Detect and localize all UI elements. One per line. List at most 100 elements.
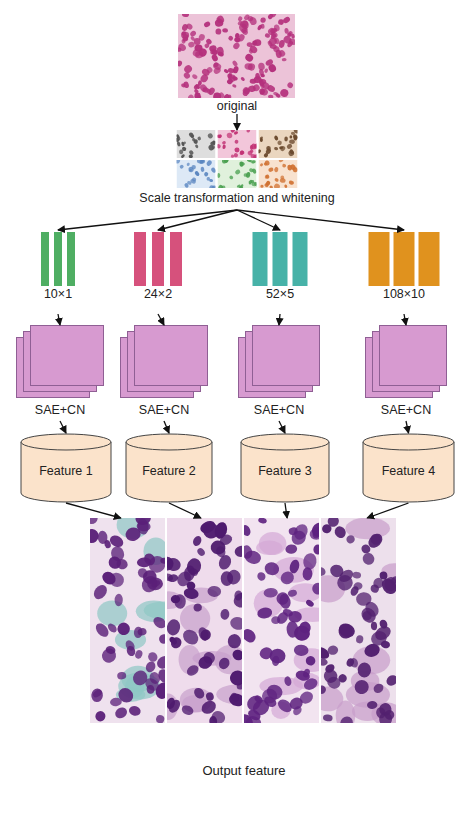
cell-nucleus xyxy=(298,689,316,706)
cell-nucleus xyxy=(165,697,176,710)
cell-nucleus xyxy=(264,68,269,74)
cylinder-body xyxy=(363,442,454,502)
filter-bar xyxy=(369,232,390,286)
filter-group: 108×10 xyxy=(362,230,446,314)
cell-nucleus xyxy=(260,73,265,77)
cell-nucleus xyxy=(187,94,195,102)
cell-nucleus xyxy=(384,673,399,688)
cell-nucleus xyxy=(179,164,184,169)
cell-nucleus xyxy=(207,586,221,598)
cell-nucleus xyxy=(115,621,131,637)
cell-nucleus xyxy=(228,692,246,708)
flow-arrow xyxy=(285,503,287,518)
cell-nucleus xyxy=(256,606,273,620)
cell-nucleus xyxy=(352,678,370,697)
cell-nucleus xyxy=(176,60,183,67)
cell-nucleus xyxy=(260,185,264,188)
cell-nucleus xyxy=(182,12,189,17)
cell-nucleus xyxy=(285,544,298,555)
cell-nucleus xyxy=(292,167,298,173)
flow-arrow xyxy=(158,314,164,325)
cell-nucleus xyxy=(125,645,136,658)
cell-nucleus xyxy=(213,61,220,68)
cell-nucleus xyxy=(128,705,142,717)
cell-nucleus xyxy=(221,185,226,190)
cell-nucleus xyxy=(99,646,118,665)
cell-nucleus xyxy=(337,621,357,640)
cell-nucleus xyxy=(352,572,361,579)
cell-nucleus xyxy=(205,38,213,46)
cell-nucleus xyxy=(251,160,256,164)
tissue-stroma xyxy=(313,687,344,712)
cell-nucleus xyxy=(196,158,203,164)
cell-nucleus xyxy=(240,626,258,645)
cell-nucleus xyxy=(220,609,230,621)
cell-nucleus xyxy=(103,539,111,549)
cell-nucleus xyxy=(188,41,196,48)
cell-nucleus xyxy=(176,141,181,147)
cell-nucleus xyxy=(246,128,251,133)
cell-nucleus xyxy=(338,714,356,732)
cell-nucleus xyxy=(217,173,220,178)
cell-nucleus xyxy=(181,146,187,152)
cell-nucleus xyxy=(274,135,279,141)
cell-nucleus xyxy=(267,36,278,47)
cell-nucleus xyxy=(217,553,234,571)
cell-nucleus xyxy=(265,174,270,179)
cell-nucleus xyxy=(220,571,233,586)
cell-nucleus xyxy=(190,134,195,139)
cell-nucleus xyxy=(268,167,274,173)
cell-nucleus xyxy=(205,691,215,702)
cell-nucleus xyxy=(236,184,241,188)
flow-arrow xyxy=(367,503,408,518)
cell-nucleus xyxy=(191,74,198,80)
cell-nucleus xyxy=(147,577,163,590)
node-label: SAE+CN xyxy=(198,403,360,418)
cell-nucleus xyxy=(247,15,254,21)
cell-nucleus xyxy=(282,58,287,62)
cell-nucleus xyxy=(345,657,355,668)
cell-nucleus xyxy=(284,28,289,34)
cell-nucleus xyxy=(384,709,395,720)
cell-nucleus xyxy=(86,512,100,526)
cell-nucleus xyxy=(136,566,149,580)
cell-nucleus xyxy=(155,714,165,724)
flow-arrow xyxy=(279,314,280,325)
cell-nucleus xyxy=(247,63,256,72)
cell-nucleus xyxy=(209,716,217,726)
node-label: 108×10 xyxy=(322,287,474,302)
cell-nucleus xyxy=(146,684,155,694)
cell-nucleus xyxy=(274,167,279,173)
cell-nucleus xyxy=(289,135,292,138)
cell-nucleus xyxy=(223,68,229,74)
cell-nucleus xyxy=(277,140,283,146)
cell-nucleus xyxy=(256,571,267,582)
cell-nucleus xyxy=(363,642,382,660)
cell-nucleus xyxy=(337,673,348,684)
cell-nucleus xyxy=(280,145,287,152)
node-graphic xyxy=(90,518,398,723)
tissue-stroma xyxy=(97,601,127,627)
cell-nucleus xyxy=(136,521,151,532)
cell-nucleus xyxy=(274,147,278,151)
cell-nucleus xyxy=(114,594,123,607)
tissue-background xyxy=(177,160,216,188)
cell-nucleus xyxy=(91,583,109,602)
cell-nucleus xyxy=(217,135,222,138)
cell-nucleus xyxy=(144,660,157,674)
tissue-image xyxy=(174,130,216,159)
cell-nucleus xyxy=(240,76,245,81)
cell-nucleus xyxy=(302,676,320,692)
node-graphic xyxy=(120,230,196,286)
cell-nucleus xyxy=(236,683,245,690)
cell-nucleus xyxy=(360,551,376,567)
node-graphic xyxy=(28,230,88,286)
cell-nucleus xyxy=(249,168,255,173)
cell-nucleus xyxy=(183,81,190,89)
flow-arrow xyxy=(279,421,285,433)
cell-nucleus xyxy=(209,48,216,55)
filter-group: 10×1 xyxy=(28,230,88,314)
cell-nucleus xyxy=(213,521,229,541)
node-label: SAE+CN xyxy=(80,403,248,418)
cell-nucleus xyxy=(305,599,315,608)
